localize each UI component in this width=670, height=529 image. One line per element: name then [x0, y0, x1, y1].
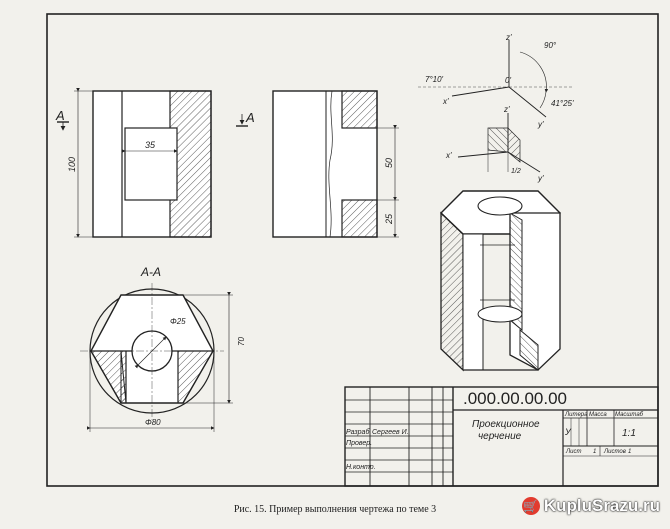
title-name-line2: черчение: [478, 431, 522, 442]
title-sheets-label: Листов: [603, 449, 626, 455]
side-view: [236, 90, 399, 238]
section-dim-height: 70: [237, 337, 246, 346]
axis-lower-x: x': [445, 151, 452, 160]
figure-caption: Рис. 15. Пример выполнения чертежа по те…: [233, 504, 437, 515]
title-head-masshtab: Масштаб: [615, 412, 644, 418]
section-dim-outer: Φ80: [145, 418, 161, 427]
section-view: [80, 283, 233, 432]
axis-upper-z: z': [505, 33, 512, 42]
title-code: .000.00.00.00: [463, 389, 567, 408]
axis-upper-angle-left: 7°10': [425, 75, 444, 84]
front-dim-height: 100: [67, 157, 77, 172]
side-dim-upper: 50: [384, 158, 394, 168]
title-block: [344, 386, 659, 487]
front-dim-width: 35: [145, 140, 156, 150]
title-scale-value: 1:1: [622, 428, 636, 439]
axis-upper-angle-top: 90°: [544, 41, 557, 50]
title-row-nkontr: Н.контр.: [346, 464, 376, 471]
side-section-label: A: [245, 110, 255, 125]
title-litera-value: У: [564, 427, 572, 437]
side-dim-lower: 25: [384, 213, 394, 225]
section-dim-hole: Φ25: [170, 317, 186, 326]
axis-lower-y: y': [537, 174, 544, 183]
axis-lower-ratio: 1/2: [511, 168, 521, 175]
cart-icon: 🛒: [521, 497, 540, 515]
title-head-massa: Масса: [589, 412, 607, 418]
axis-lower-z: z': [503, 105, 510, 114]
title-head-litera: Литера: [564, 412, 588, 418]
front-section-label: A: [55, 108, 65, 123]
axis-upper-y: y': [537, 120, 544, 129]
axes-diagram-upper: [418, 40, 574, 118]
section-title: A-A: [140, 265, 161, 279]
watermark-text: KupluSrazu.ru: [543, 496, 660, 515]
title-sheet-label: Лист: [565, 449, 581, 455]
axis-upper-x: x': [442, 97, 449, 106]
watermark: 🛒 KupluSrazu.ru: [521, 496, 660, 516]
title-name-line1: Проекционное: [472, 419, 540, 430]
axis-upper-angle-right: 41°25': [551, 99, 574, 108]
title-row-prov: Провер.: [346, 440, 372, 447]
title-sheets-num: 1: [628, 449, 631, 455]
title-row-razrab: Разраб.: [346, 428, 371, 436]
isometric-view: [439, 190, 562, 372]
front-view: [57, 88, 212, 238]
axes-diagram-lower: [457, 113, 541, 173]
axis-upper-o: 0': [505, 76, 511, 85]
title-sheet-num: 1: [593, 449, 596, 455]
title-row-razrab-name: Сергеев И.: [372, 429, 409, 436]
